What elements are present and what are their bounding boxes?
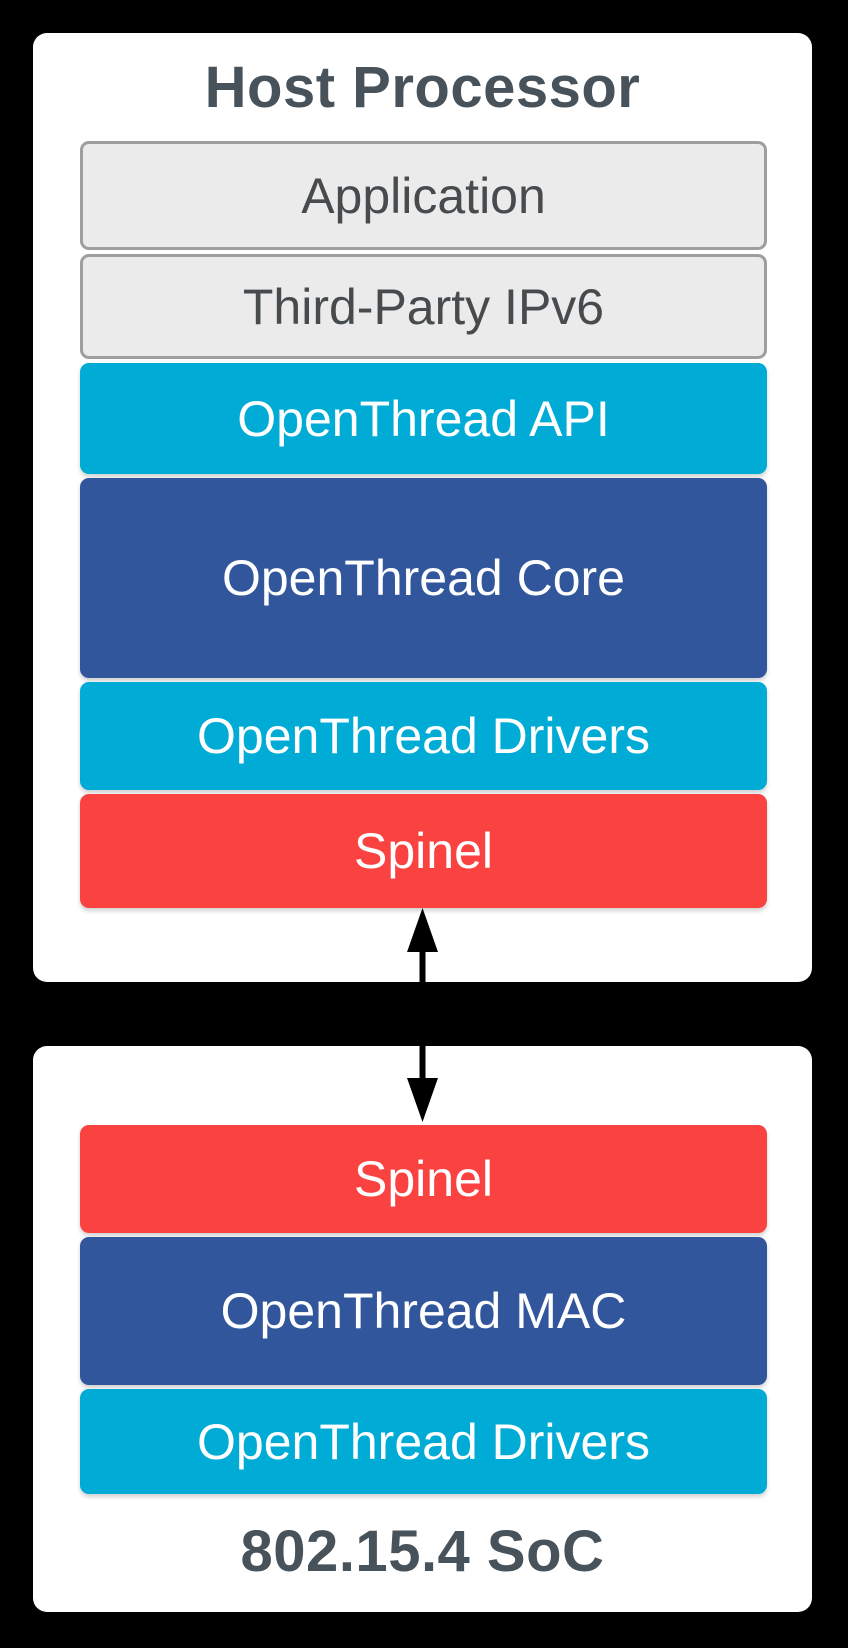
layer-openthread-drivers-host-label: OpenThread Drivers xyxy=(197,708,650,764)
layer-spinel-soc-label: Spinel xyxy=(354,1151,493,1207)
layer-openthread-drivers-soc: OpenThread Drivers xyxy=(80,1389,767,1494)
layer-openthread-drivers-host: OpenThread Drivers xyxy=(80,682,767,790)
layer-spinel-host: Spinel xyxy=(80,794,767,908)
spinel-connection-arrow-icon xyxy=(407,908,438,1122)
layer-application: Application xyxy=(80,141,767,250)
layer-third-party-ipv6-label: Third-Party IPv6 xyxy=(242,278,605,335)
host-layer-stack: Application Third-Party IPv6 OpenThread … xyxy=(80,141,767,908)
layer-openthread-core: OpenThread Core xyxy=(80,478,767,678)
layer-openthread-mac-label: OpenThread MAC xyxy=(220,1283,627,1339)
layer-spinel-host-label: Spinel xyxy=(354,823,493,879)
host-processor-card: Host Processor Application Third-Party I… xyxy=(33,33,812,982)
layer-openthread-api-label: OpenThread API xyxy=(237,390,610,447)
layer-application-label: Application xyxy=(301,167,546,224)
layer-openthread-api: OpenThread API xyxy=(80,363,767,474)
layer-spinel-soc: Spinel xyxy=(80,1125,767,1233)
layer-openthread-core-label: OpenThread Core xyxy=(221,550,625,606)
layer-third-party-ipv6: Third-Party IPv6 xyxy=(80,254,767,359)
host-processor-title: Host Processor xyxy=(204,54,641,120)
layer-openthread-mac: OpenThread MAC xyxy=(80,1237,767,1385)
soc-layer-stack: Spinel OpenThread MAC OpenThread Drivers xyxy=(80,1125,767,1494)
soc-card: Spinel OpenThread MAC OpenThread Drivers… xyxy=(33,1046,812,1612)
soc-caption: 802.15.4 SoC xyxy=(240,1518,605,1584)
layer-openthread-drivers-soc-label: OpenThread Drivers xyxy=(197,1413,650,1470)
